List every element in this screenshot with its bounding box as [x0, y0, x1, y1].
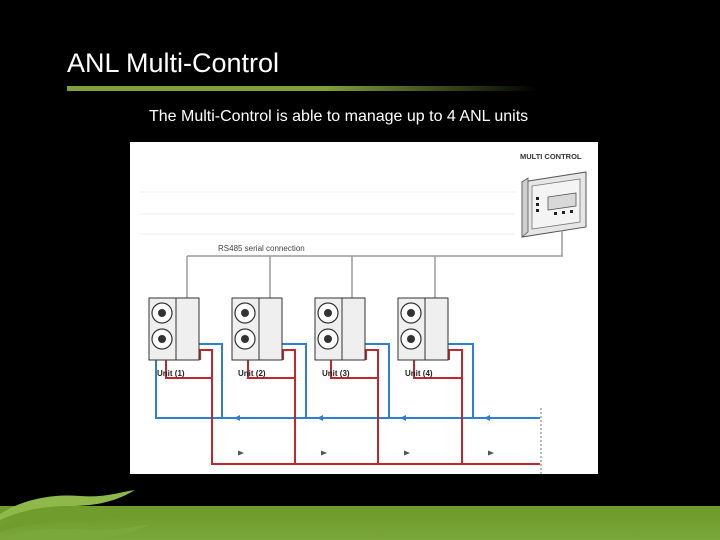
heat-pump-unit-icon [397, 297, 449, 361]
wall-controller-icon [521, 171, 587, 238]
multi-control-diagram: MULTI CONTROL RS485 serial connection [130, 142, 598, 474]
unit-label: Unit (1) [157, 369, 185, 378]
return-flow-arrow [234, 415, 490, 421]
unit-label: Unit (4) [405, 369, 433, 378]
supply-flow-arrow [238, 450, 494, 456]
diagram-canvas: MULTI CONTROL RS485 serial connection [140, 152, 587, 474]
supply-pipe [165, 349, 540, 465]
controller-label: MULTI CONTROL [520, 152, 582, 161]
heat-pump-unit-icon [314, 297, 366, 361]
unit-label: Unit (3) [322, 369, 350, 378]
heat-pump-unit-icon [148, 297, 200, 361]
title-underline [67, 86, 537, 91]
bus-label: RS485 serial connection [218, 244, 305, 253]
slide-title: ANL Multi-Control [67, 48, 280, 78]
green-wave-logo-icon [0, 490, 150, 538]
unit-label: Unit (2) [238, 369, 266, 378]
heat-pump-unit-icon [231, 297, 283, 361]
slide-subtitle: The Multi-Control is able to manage up t… [149, 108, 529, 125]
